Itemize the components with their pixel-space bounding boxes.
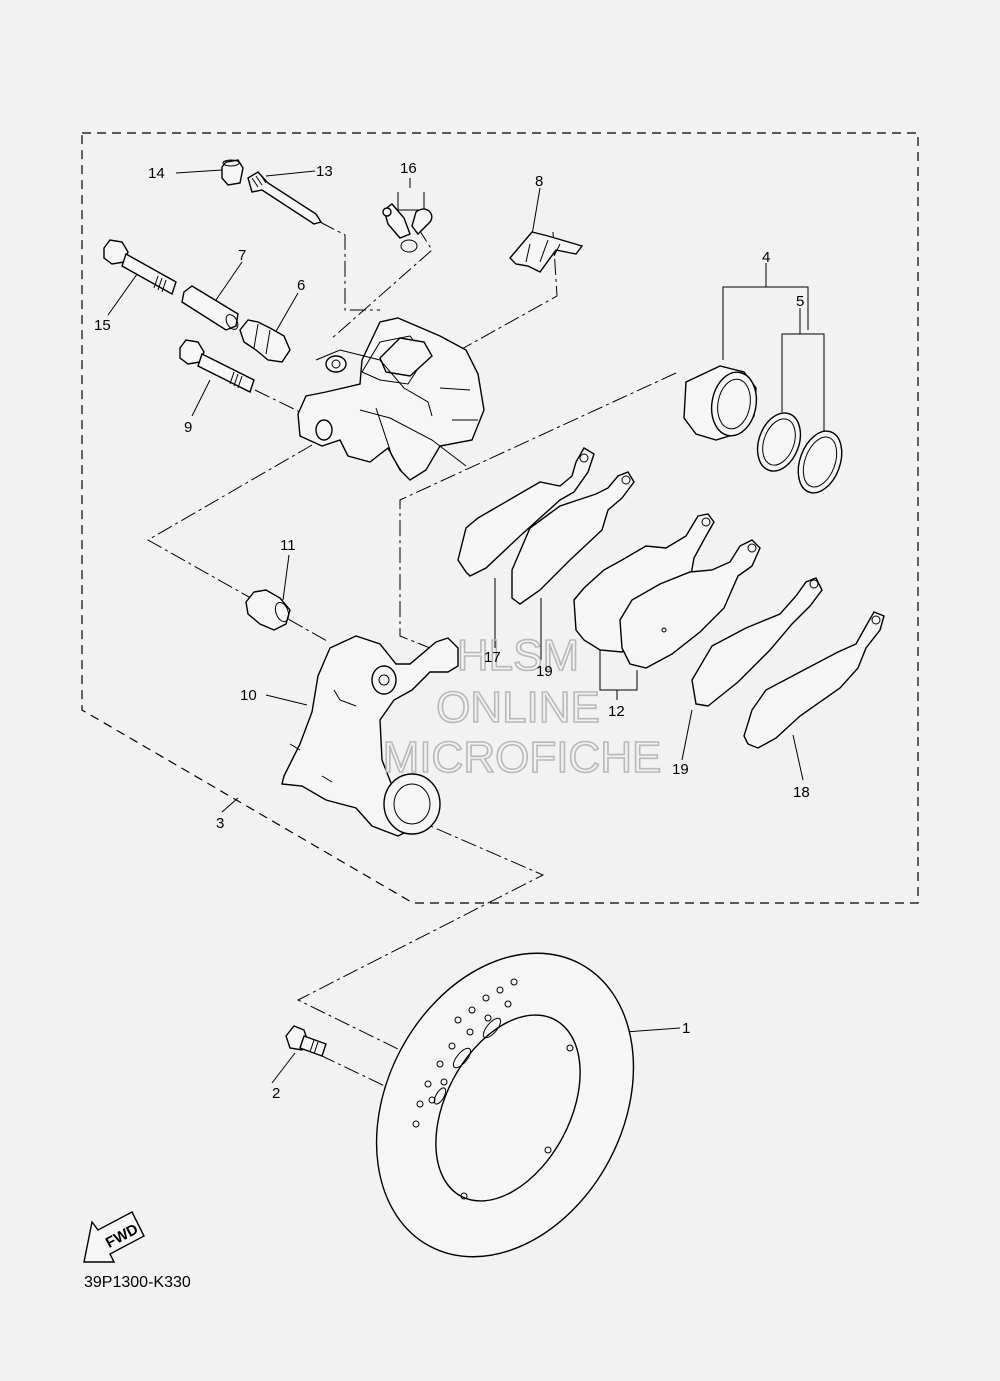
callout-6: 6 xyxy=(297,277,305,294)
callout-12: 12 xyxy=(608,703,625,720)
part-9-bolt xyxy=(179,339,255,393)
part-17-shim xyxy=(457,447,595,577)
callout-9: 9 xyxy=(184,419,192,436)
part-3-caliper-body xyxy=(297,317,485,481)
callout-5: 5 xyxy=(796,293,804,310)
assembly-boundary xyxy=(81,132,919,904)
leader-lines xyxy=(107,169,825,1084)
part-1-brake-disc xyxy=(375,952,635,1258)
callout-19-upper: 19 xyxy=(536,663,553,680)
part-2-disc-bolt xyxy=(285,1025,327,1057)
callout-17: 17 xyxy=(484,649,501,666)
callout-10: 10 xyxy=(240,687,257,704)
callout-labels: 1 2 3 4 5 6 7 8 9 10 11 12 13 14 15 16 1… xyxy=(94,160,810,1102)
callout-3: 3 xyxy=(216,815,224,832)
part-14-cap xyxy=(221,159,244,186)
fwd-arrow-icon: FWD xyxy=(83,1211,145,1263)
part-8-pad-spring xyxy=(509,231,584,273)
callout-16: 16 xyxy=(400,160,417,177)
watermark-line3: MICROFICHE xyxy=(383,733,662,782)
callout-8: 8 xyxy=(535,173,543,190)
callout-7: 7 xyxy=(238,247,246,264)
callout-18: 18 xyxy=(793,784,810,801)
part-4-piston xyxy=(683,365,758,441)
part-15-bolt xyxy=(103,239,177,296)
watermark-line1: HLSM xyxy=(457,631,579,680)
part-13-pad-pin xyxy=(247,171,323,225)
part-18-shim xyxy=(743,611,885,749)
callout-4: 4 xyxy=(762,249,770,266)
part-7-pin xyxy=(181,285,239,331)
disc-drill-holes xyxy=(412,978,574,1200)
watermark: HLSM ONLINE MICROFICHE xyxy=(382,630,662,783)
watermark-line2: ONLINE xyxy=(436,683,600,732)
callout-15: 15 xyxy=(94,317,111,334)
part-10-caliper-bracket xyxy=(281,635,459,837)
part-19-pad-lower xyxy=(691,577,823,707)
part-16-bleed-screw xyxy=(382,203,433,253)
part-5-seals xyxy=(756,412,843,494)
part-19-pad-upper xyxy=(511,471,635,605)
diagram-code: 39P1300-K330 xyxy=(84,1274,191,1291)
part-11-boot xyxy=(245,589,291,631)
callout-13: 13 xyxy=(316,163,333,180)
callout-14: 14 xyxy=(148,165,165,182)
part-6-boot xyxy=(239,319,291,363)
callout-2: 2 xyxy=(272,1085,280,1102)
callout-1: 1 xyxy=(682,1020,690,1037)
callout-19-lower: 19 xyxy=(672,761,689,778)
callout-11: 11 xyxy=(280,537,296,554)
part-12-pad-set xyxy=(573,513,761,669)
